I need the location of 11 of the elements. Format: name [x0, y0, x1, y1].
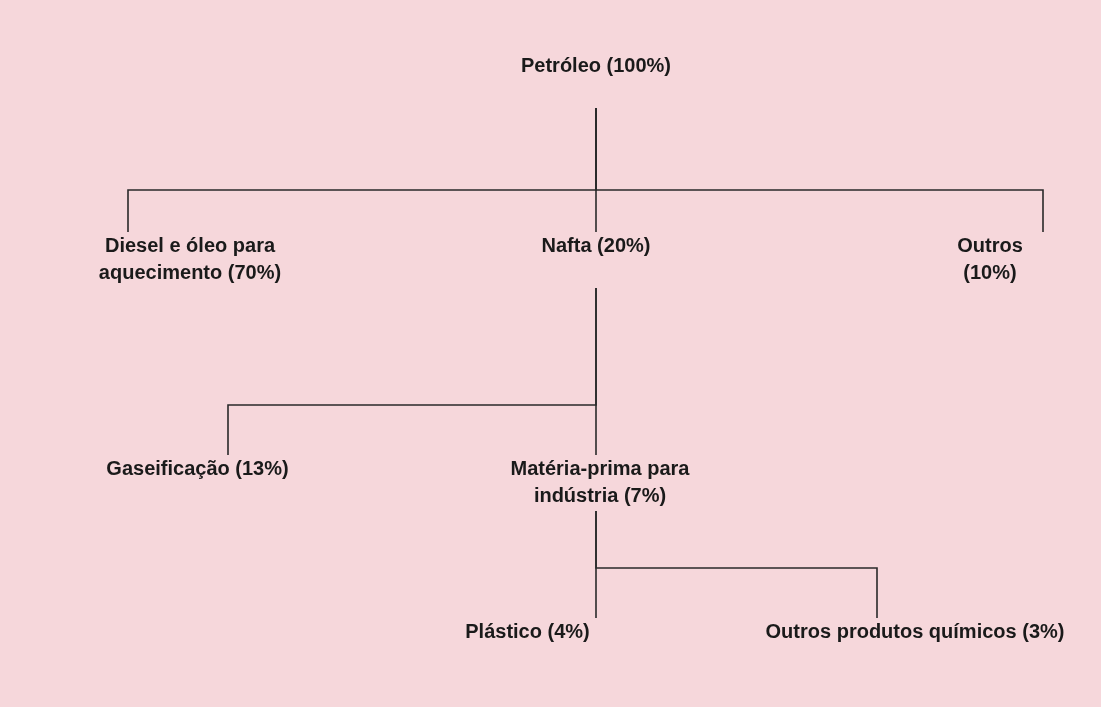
connector-line [595, 107, 1044, 233]
node-label: Outros (10%) [956, 233, 1024, 285]
node-label: Plástico (4%) [464, 619, 591, 644]
connector-line [595, 510, 878, 619]
node-label: Diesel e óleo para aquecimento (70%) [97, 233, 283, 285]
node-label: Outros produtos químicos (3%) [764, 619, 1066, 644]
node-label: Gaseificação (13%) [105, 456, 290, 481]
node-label: Matéria-prima para indústria (7%) [509, 456, 691, 508]
node-label: Petróleo (100%) [519, 53, 673, 78]
connector-line [595, 287, 597, 456]
node-label: Nafta (20%) [540, 233, 652, 258]
